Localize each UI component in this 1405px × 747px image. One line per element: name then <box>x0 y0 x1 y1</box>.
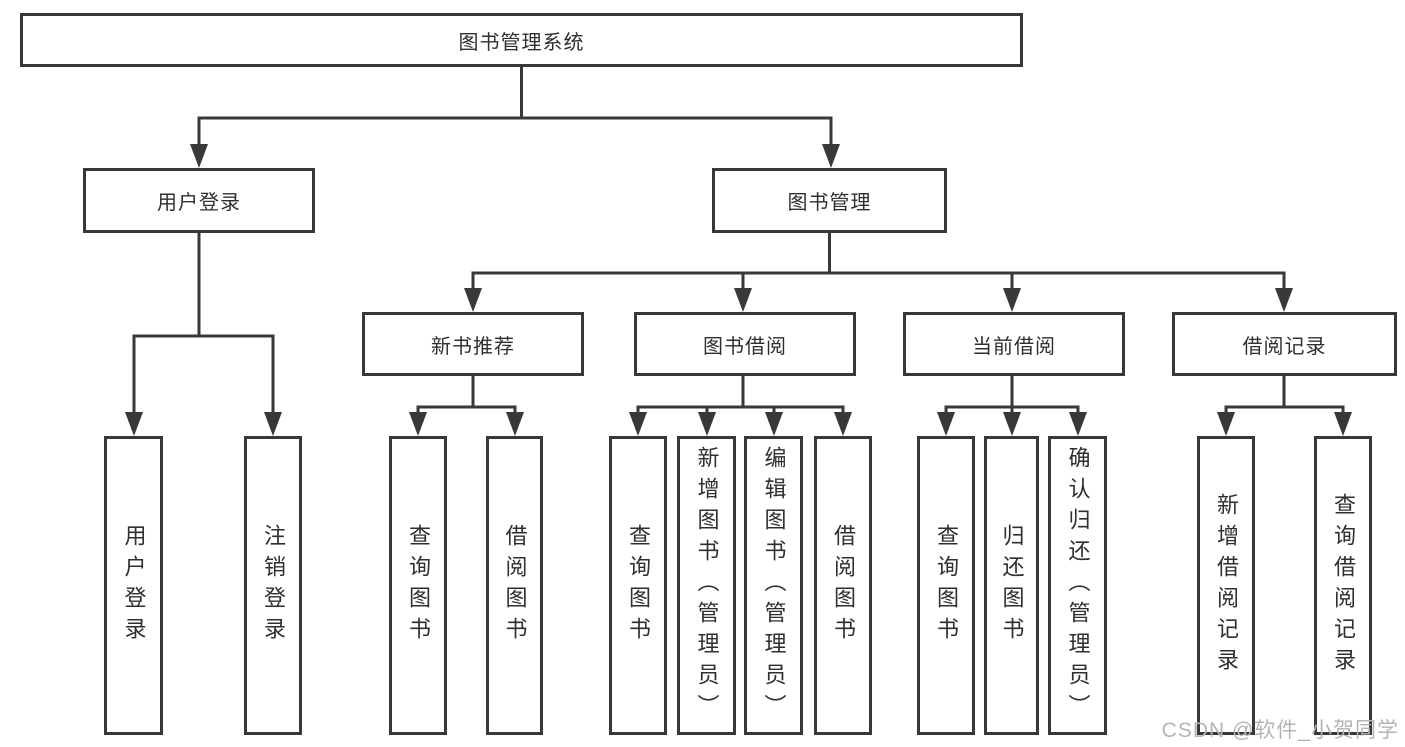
leaf-query-books-recommend: 查询图书 <box>389 436 447 735</box>
arrowhead <box>190 144 208 168</box>
leaf-borrow-books: 借阅图书 <box>814 436 872 735</box>
arrowhead <box>834 412 852 436</box>
node-book-management: 图书管理 <box>712 168 947 233</box>
node-label: 新增图书（管理员） <box>694 446 720 725</box>
node-label: 用户登录 <box>121 523 147 648</box>
node-label: 查询图书 <box>406 523 431 648</box>
node-label: 用户登录 <box>157 192 241 214</box>
node-label: 查询借阅记录 <box>1331 492 1356 679</box>
connector-root-to-level2 <box>197 66 833 146</box>
node-label: 图书管理系统 <box>458 31 585 54</box>
node-label: 查询图书 <box>626 523 651 648</box>
arrowhead <box>125 412 143 436</box>
node-label: 新增借阅记录 <box>1214 492 1239 679</box>
connector-paths <box>132 66 1345 416</box>
arrowhead <box>765 412 783 436</box>
node-label: 借阅记录 <box>1242 335 1327 358</box>
leaf-return-book: 归还图书 <box>984 436 1039 735</box>
arrowhead <box>1069 412 1087 436</box>
arrowhead <box>698 412 716 436</box>
leaf-query-books-current: 查询图书 <box>917 436 975 735</box>
arrowheads <box>125 144 1352 436</box>
leaf-query-books-borrow: 查询图书 <box>609 436 667 735</box>
connector-bookmgmt-to-level3 <box>471 233 1286 291</box>
connector-userlogin-to-leaves <box>132 233 275 416</box>
arrowhead <box>629 412 647 436</box>
node-label: 图书管理 <box>787 192 872 214</box>
node-label: 确认归还（管理员） <box>1065 446 1091 725</box>
leaf-user-login: 用户登录 <box>104 436 163 735</box>
node-book-borrow: 图书借阅 <box>634 312 856 376</box>
connector-newbook-to-leaves <box>416 376 517 416</box>
connector-currentborrow-to-leaves <box>944 376 1080 416</box>
node-root-system: 图书管理系统 <box>20 13 1023 67</box>
node-label: 查询图书 <box>934 523 959 648</box>
leaf-edit-book-admin: 编辑图书（管理员） <box>744 436 803 735</box>
node-label: 注销登录 <box>261 523 286 648</box>
node-label: 借阅图书 <box>831 523 856 648</box>
arrowhead <box>1275 288 1293 312</box>
node-label: 新书推荐 <box>431 335 515 358</box>
connector-bookborrow-to-leaves <box>636 376 845 416</box>
node-user-login: 用户登录 <box>83 168 315 233</box>
node-label: 归还图书 <box>999 523 1025 648</box>
arrowhead <box>409 412 427 436</box>
arrowhead <box>1003 288 1021 312</box>
arrowhead <box>1217 412 1235 436</box>
leaf-add-book-admin: 新增图书（管理员） <box>677 436 736 735</box>
arrowhead <box>822 144 840 168</box>
leaf-confirm-return-admin: 确认归还（管理员） <box>1048 436 1107 735</box>
arrowhead <box>464 288 482 312</box>
arrowhead <box>734 288 752 312</box>
node-label: 当前借阅 <box>972 335 1056 358</box>
leaf-borrow-books-recommend: 借阅图书 <box>486 436 543 735</box>
arrowhead <box>506 412 524 436</box>
node-current-borrow: 当前借阅 <box>903 312 1125 376</box>
arrowhead <box>1003 412 1021 436</box>
arrowhead <box>264 412 282 436</box>
connector-records-to-leaves <box>1224 376 1345 416</box>
leaf-query-borrow-record: 查询借阅记录 <box>1314 436 1372 735</box>
node-borrow-records: 借阅记录 <box>1172 312 1397 376</box>
csdn-watermark: CSDN @软件_小贺同学 <box>1161 719 1399 742</box>
node-label: 图书借阅 <box>703 335 787 358</box>
arrowhead <box>1334 412 1352 436</box>
arrowhead <box>937 412 955 436</box>
leaf-add-borrow-record: 新增借阅记录 <box>1197 436 1255 735</box>
node-label: 借阅图书 <box>502 523 528 648</box>
leaf-logout: 注销登录 <box>244 436 302 735</box>
node-new-book-recommend: 新书推荐 <box>362 312 584 376</box>
node-label: 编辑图书（管理员） <box>761 446 787 725</box>
